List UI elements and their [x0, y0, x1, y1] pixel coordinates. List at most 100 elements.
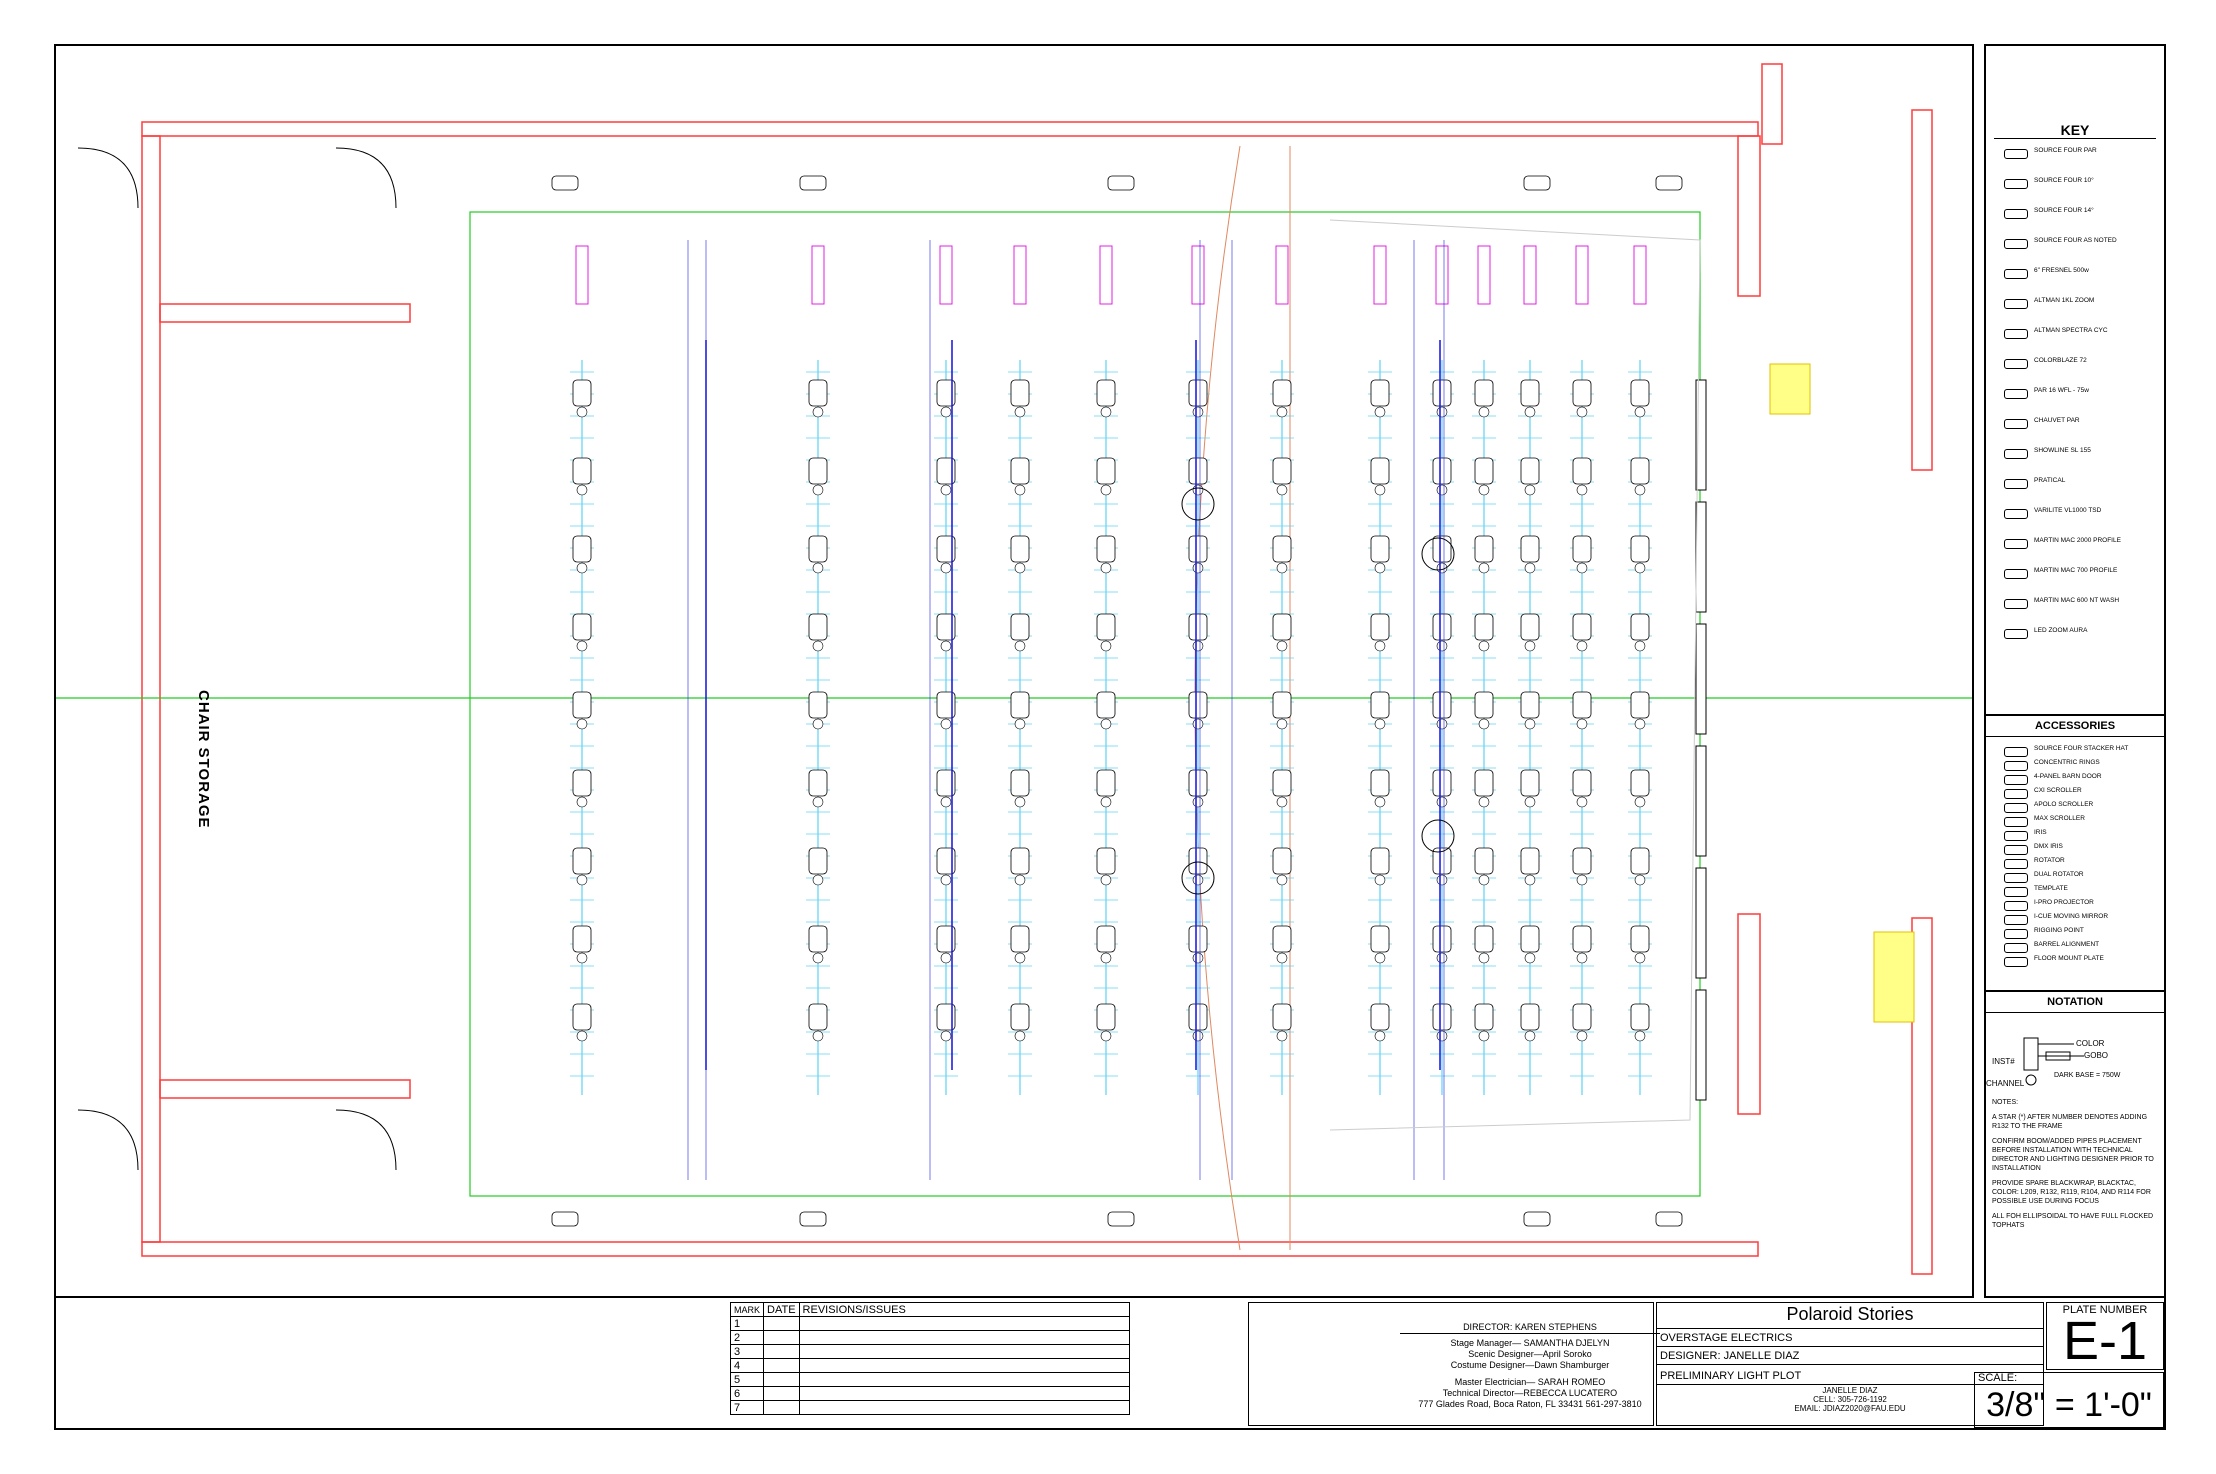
list-item: PRATICAL [1994, 477, 2164, 491]
wall-right-upper [1737, 135, 1761, 297]
fixture-icon [808, 769, 828, 797]
list-item: ALTMAN SPECTRA CYC [1994, 327, 2164, 341]
channel-circle [940, 484, 952, 496]
fixture-icon [1474, 457, 1494, 485]
credit-costume: Costume Designer—Dawn Shamburger [1450, 1360, 1610, 1370]
pipe-label-tag [1477, 245, 1491, 305]
fixture-icon [1107, 1211, 1135, 1227]
fixture-icon [1370, 457, 1390, 485]
list-item: FLOOR MOUNT PLATE [1994, 955, 2164, 969]
fixture-icon [1010, 457, 1030, 485]
fixture-icon [1630, 457, 1650, 485]
list-item: DMX IRIS [1994, 843, 2164, 857]
fixture-icon [572, 691, 592, 719]
yellow-marker [1769, 363, 1811, 415]
fixture-icon [1370, 769, 1390, 797]
fixture-symbol-icon [2004, 747, 2028, 757]
channel-circle [576, 874, 588, 886]
channel-circle [812, 406, 824, 418]
list-item: VARILITE VL1000 TSD [1994, 507, 2164, 521]
channel-circle [1478, 562, 1490, 574]
wall-corner [1761, 63, 1783, 145]
fixture-icon [808, 379, 828, 407]
fixture-icon [1010, 379, 1030, 407]
fixture-icon [1474, 1003, 1494, 1031]
fixture-icon [1520, 535, 1540, 563]
list-item: SOURCE FOUR PAR [1994, 147, 2164, 161]
set-outline [1329, 219, 1701, 1131]
fixture-icon [1474, 379, 1494, 407]
door-swing [335, 147, 397, 209]
channel-circle [1478, 484, 1490, 496]
fixture-icon [1432, 691, 1452, 719]
fixture-icon [1572, 535, 1592, 563]
fixture-icon [1272, 847, 1292, 875]
pipe-label-tag [1191, 245, 1205, 305]
fixture-icon [1572, 457, 1592, 485]
fixture-icon [572, 1003, 592, 1031]
list-item-label: LED ZOOM AURA [2034, 627, 2088, 634]
fixture-icon [1188, 691, 1208, 719]
list-item: ROTATOR [1994, 857, 2164, 871]
moving-light-icon [1421, 819, 1455, 853]
channel-circle [1634, 406, 1646, 418]
channel-circle [940, 1030, 952, 1042]
fixture-icon [1474, 691, 1494, 719]
fixture-symbol-icon [2004, 179, 2028, 189]
channel-circle [576, 952, 588, 964]
fixture-icon [1188, 457, 1208, 485]
fixture-icon [808, 535, 828, 563]
fixture-icon [1370, 847, 1390, 875]
credits-block [1248, 1302, 1654, 1426]
channel-circle [1014, 796, 1026, 808]
fixture-icon [1188, 613, 1208, 641]
channel-circle [1478, 1030, 1490, 1042]
channel-circle [1100, 874, 1112, 886]
fixture-symbol-icon [2004, 859, 2028, 869]
channel-circle [940, 562, 952, 574]
channel-circle [1276, 952, 1288, 964]
list-item: SHOWLINE SL 155 [1994, 447, 2164, 461]
fixture-icon [1188, 847, 1208, 875]
fixture-icon [1655, 175, 1683, 191]
channel-circle [812, 484, 824, 496]
list-item-label: 6" FRESNEL 500w [2034, 267, 2089, 274]
list-item: COLORBLAZE 72 [1994, 357, 2164, 371]
list-item-label: MARTIN MAC 700 PROFILE [2034, 567, 2118, 574]
fixture-symbol-icon [2004, 599, 2028, 609]
list-item-label: IRIS [2034, 829, 2047, 836]
list-item-label: I-PRO PROJECTOR [2034, 899, 2094, 906]
note-item: PROVIDE SPARE BLACKWRAP, BLACKTAC, COLOR… [1992, 1180, 2151, 1205]
fixture-icon [1474, 613, 1494, 641]
channel-circle [812, 562, 824, 574]
note-item: ALL FOH ELLIPSOIDAL TO HAVE FULL FLOCKED… [1992, 1213, 2154, 1229]
list-item-label: PRATICAL [2034, 477, 2066, 484]
table-row: 2 [729, 1330, 1131, 1345]
credit-scenic: Scenic Designer—April Soroko [1468, 1349, 1592, 1359]
fixture-icon [1630, 613, 1650, 641]
fixture-icon [551, 1211, 579, 1227]
credit-stage-manager: Stage Manager— SAMANTHA DJELYN [1450, 1338, 1610, 1348]
channel-circle [1634, 874, 1646, 886]
pipe-label-tag [1099, 245, 1113, 305]
fixture-icon [1432, 847, 1452, 875]
contact: JANELLE DIAZ CELL: 305-726-1192 EMAIL: J… [1656, 1386, 2044, 1413]
channel-circle [1576, 874, 1588, 886]
channel-circle [1478, 406, 1490, 418]
fixture-icon [1107, 175, 1135, 191]
channel-circle [1014, 1030, 1026, 1042]
fixture-icon [1520, 925, 1540, 953]
fixture-icon [1010, 1003, 1030, 1031]
rev-mark: 2 [729, 1330, 765, 1345]
channel-circle [1374, 718, 1386, 730]
channel-circle [1478, 718, 1490, 730]
fixture-icon [1520, 769, 1540, 797]
list-item: 6" FRESNEL 500w [1994, 267, 2164, 281]
credit-director: DIRECTOR: KAREN STEPHENS [1400, 1322, 1660, 1334]
channel-circle [1276, 718, 1288, 730]
list-item: TEMPLATE [1994, 885, 2164, 899]
rev-col-issues: REVISIONS/ISSUES [798, 1302, 1131, 1317]
revisions-header: MARK DATE REVISIONS/ISSUES [729, 1302, 1131, 1317]
fixture-symbol-icon [2004, 943, 2028, 953]
fixture-icon [1520, 691, 1540, 719]
